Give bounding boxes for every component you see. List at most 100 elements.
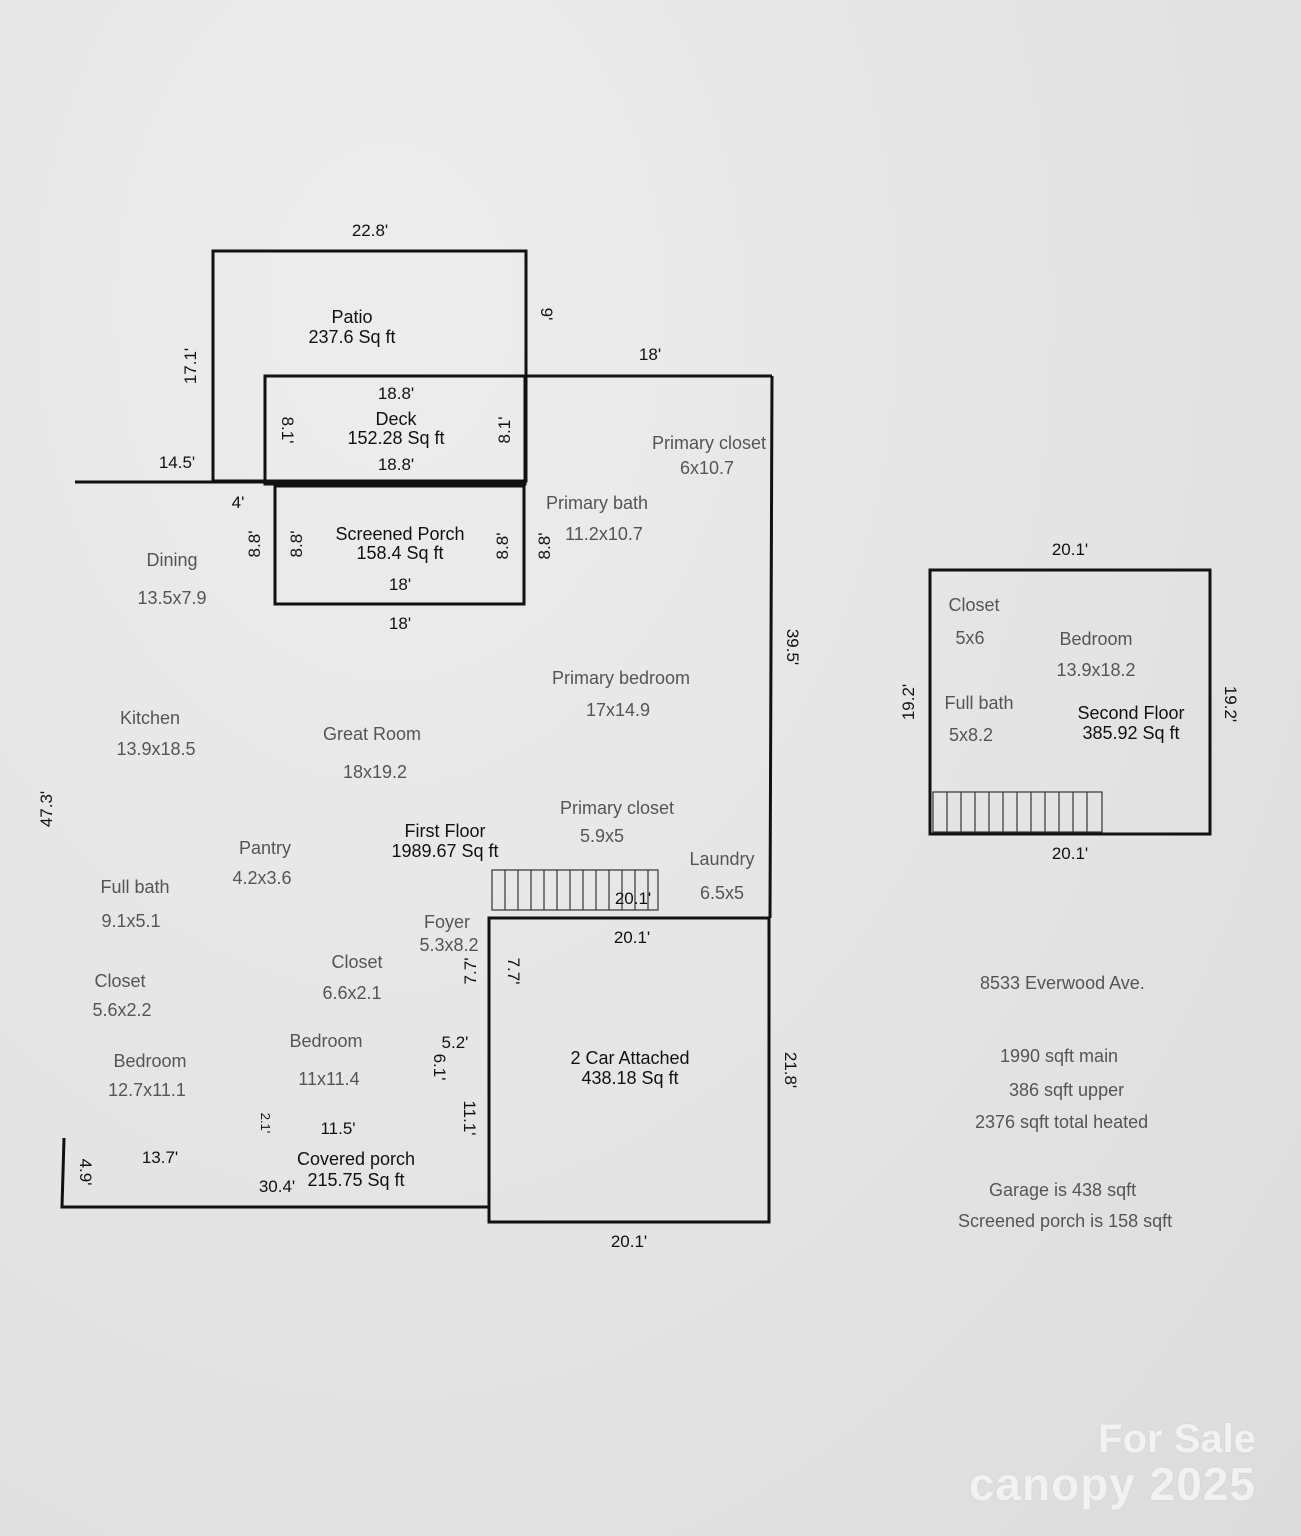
room-primary-bath-name: Primary bath bbox=[546, 493, 648, 513]
dim-foyer-left: 7.7' bbox=[461, 958, 480, 985]
first-floor-area: 1989.67 Sq ft bbox=[391, 841, 498, 861]
second-floor-title: Second Floor bbox=[1077, 703, 1184, 723]
room-pantry-name: Pantry bbox=[239, 838, 291, 858]
dim-left-gap: 4' bbox=[232, 493, 245, 512]
room-great-room-name: Great Room bbox=[323, 724, 421, 744]
stairs-main bbox=[491, 869, 659, 911]
dim-left-top: 14.5' bbox=[159, 453, 195, 472]
room-full-bath-up-size: 5x8.2 bbox=[949, 725, 993, 745]
dim-deck-right: 8.1' bbox=[495, 417, 514, 444]
dim-step-side: 6.1' bbox=[430, 1054, 449, 1081]
room-full-bath-up-name: Full bath bbox=[944, 693, 1013, 713]
dim-bottom-mid: 11.5' bbox=[320, 1119, 355, 1138]
room-bedroom-up-size: 13.9x18.2 bbox=[1056, 660, 1135, 680]
room-dining-size: 13.5x7.9 bbox=[137, 588, 206, 608]
dim-porch-inner-bottom: 18' bbox=[389, 575, 411, 594]
dim-stair-width: 20.1' bbox=[615, 889, 651, 908]
room-bedroom-size: 12.7x11.1 bbox=[108, 1080, 186, 1100]
room-closet-name: Closet bbox=[94, 971, 145, 991]
note-total: 2376 sqft total heated bbox=[975, 1112, 1149, 1132]
room-closet2-size: 6.6x2.1 bbox=[322, 983, 381, 1003]
dim-porch-left-outer: 8.8' bbox=[245, 531, 264, 558]
garage-name: 2 Car Attached bbox=[570, 1048, 689, 1068]
deck-name: Deck bbox=[375, 409, 417, 429]
room-pantry-size: 4.2x3.6 bbox=[232, 868, 291, 888]
dim-garage-bottom: 20.1' bbox=[611, 1232, 647, 1251]
dim-upper-bottom: 20.1' bbox=[1052, 844, 1088, 863]
note-upper: 386 sqft upper bbox=[1009, 1080, 1125, 1100]
garage-area: 438.18 Sq ft bbox=[581, 1068, 678, 1088]
room-primary-closet-name: Primary closet bbox=[652, 433, 766, 453]
room-foyer-name: Foyer bbox=[424, 912, 470, 932]
dim-deck-bottom: 18.8' bbox=[378, 455, 414, 474]
dim-step-inner: 11.1' bbox=[460, 1100, 479, 1135]
dim-bottom-step: 2.1' bbox=[258, 1113, 273, 1134]
dim-garage-top: 20.1' bbox=[614, 928, 650, 947]
watermark-line1: For Sale bbox=[1098, 1417, 1256, 1461]
covered-porch-name: Covered porch bbox=[297, 1149, 415, 1169]
dim-main-top-right: 18' bbox=[639, 345, 661, 364]
room-primary-bedroom-size: 17x14.9 bbox=[586, 700, 650, 720]
room-primary-closet2-name: Primary closet bbox=[560, 798, 674, 818]
room-bedroom2-size: 11x11.4 bbox=[298, 1069, 359, 1089]
second-floor-area: 385.92 Sq ft bbox=[1082, 723, 1179, 743]
garage-outline bbox=[487, 916, 771, 1224]
dim-porch-width: 30.4' bbox=[259, 1177, 295, 1196]
dim-deck-top: 18.8' bbox=[378, 384, 414, 403]
room-kitchen-size: 13.9x18.5 bbox=[116, 739, 195, 759]
stairs-upper bbox=[932, 791, 1103, 833]
room-primary-closet2-size: 5.9x5 bbox=[580, 826, 624, 846]
patio-name: Patio bbox=[331, 307, 372, 327]
watermark-logo: For Sale canopy 2025 bbox=[969, 1418, 1256, 1508]
note-screened: Screened porch is 158 sqft bbox=[958, 1211, 1173, 1231]
first-floor-title: First Floor bbox=[405, 821, 486, 841]
room-closet2-name: Closet bbox=[331, 952, 382, 972]
dim-step-top: 5.2' bbox=[442, 1033, 469, 1052]
dim-garage-right: 21.8' bbox=[781, 1052, 800, 1088]
room-full-bath-name: Full bath bbox=[100, 877, 169, 897]
room-great-room-size: 18x19.2 bbox=[343, 762, 407, 782]
watermark-line2: canopy 2025 bbox=[968, 1458, 1256, 1510]
dim-patio-left: 17.1' bbox=[181, 348, 200, 384]
dim-porch-right-outer: 8.8' bbox=[535, 533, 554, 560]
dim-patio-top: 22.8' bbox=[352, 221, 388, 240]
dim-porch-bottom: 18' bbox=[389, 614, 411, 633]
note-garage: Garage is 438 sqft bbox=[989, 1180, 1137, 1200]
dim-porch-left: 8.8' bbox=[287, 531, 306, 558]
main-right-wall bbox=[768, 375, 774, 919]
room-dining-name: Dining bbox=[146, 550, 197, 570]
room-laundry-name: Laundry bbox=[689, 849, 754, 869]
dim-left-side: 47.3' bbox=[37, 791, 56, 827]
room-kitchen-name: Kitchen bbox=[120, 708, 180, 728]
screened-porch-outline bbox=[273, 484, 526, 606]
dim-right-side: 39.5' bbox=[783, 629, 802, 665]
patio-outline bbox=[211, 249, 528, 483]
dim-patio-right: 9' bbox=[537, 308, 556, 321]
dim-foyer-right: 7.7' bbox=[504, 958, 523, 985]
room-bedroom2-name: Bedroom bbox=[289, 1031, 362, 1051]
room-closet-up-name: Closet bbox=[948, 595, 999, 615]
room-bedroom-name: Bedroom bbox=[113, 1051, 186, 1071]
room-full-bath-size: 9.1x5.1 bbox=[101, 911, 160, 931]
screened-porch-area: 158.4 Sq ft bbox=[356, 543, 443, 563]
dim-upper-right: 19.2' bbox=[1221, 686, 1240, 722]
room-closet-size: 5.6x2.2 bbox=[92, 1000, 151, 1020]
note-address: 8533 Everwood Ave. bbox=[980, 973, 1145, 993]
second-floor-outline bbox=[928, 568, 1212, 836]
room-laundry-size: 6.5x5 bbox=[700, 883, 744, 903]
patio-area: 237.6 Sq ft bbox=[308, 327, 395, 347]
dim-bottom-left: 13.7' bbox=[142, 1148, 178, 1167]
room-primary-bedroom-name: Primary bedroom bbox=[552, 668, 690, 688]
dim-deck-left: 8.1' bbox=[278, 417, 297, 444]
dim-porch-depth: 4.9' bbox=[76, 1159, 95, 1186]
room-primary-bath-size: 11.2x10.7 bbox=[565, 524, 643, 544]
covered-porch-area: 215.75 Sq ft bbox=[307, 1170, 404, 1190]
dim-upper-top: 20.1' bbox=[1052, 540, 1088, 559]
room-bedroom-up-name: Bedroom bbox=[1059, 629, 1132, 649]
deck-outline bbox=[263, 374, 527, 486]
covered-porch-outline bbox=[60, 1137, 489, 1209]
deck-area: 152.28 Sq ft bbox=[347, 428, 444, 448]
dim-upper-left: 19.2' bbox=[899, 684, 918, 720]
